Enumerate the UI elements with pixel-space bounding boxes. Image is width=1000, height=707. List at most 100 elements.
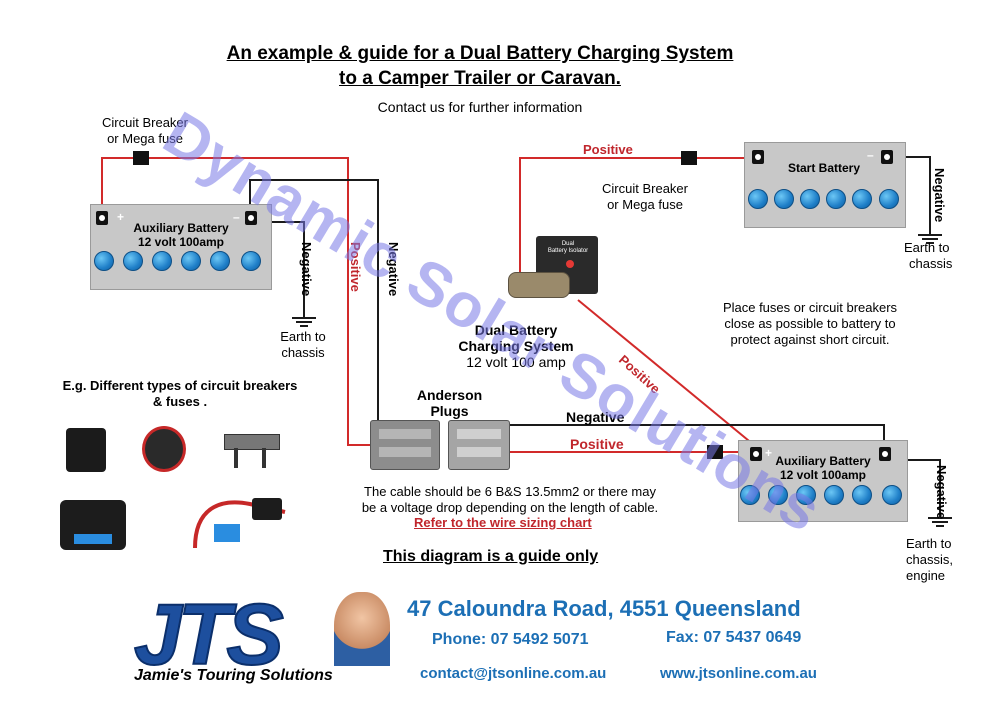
terminal-negative xyxy=(879,447,891,461)
fuse-left xyxy=(133,151,149,165)
mega-fuse-leg xyxy=(234,448,238,468)
aux-battery-right-label: Auxiliary Battery 12 volt 100amp xyxy=(765,454,881,482)
earth-tr-line-2: chassis xyxy=(909,256,953,271)
earth-br-line-3: engine xyxy=(906,568,946,583)
plus-sign: + xyxy=(117,210,125,224)
examples-title: E.g. Different types of circuit breakers… xyxy=(40,378,320,410)
fuses-note-line-2: close as possible to battery to xyxy=(724,316,896,331)
cell xyxy=(94,251,114,271)
label-negative-left: Negative xyxy=(386,242,401,297)
plug-ridge xyxy=(379,447,431,457)
cell xyxy=(879,189,899,209)
isolator-text-1: Dual xyxy=(561,241,575,247)
wire-negative-left xyxy=(249,179,379,425)
minus-sign: – xyxy=(233,210,240,224)
breaker-left-line-1: Circuit Breaker xyxy=(102,115,188,130)
aux-left-line-2: 12 volt 100amp xyxy=(137,235,225,249)
dcs-line-1: Dual Battery xyxy=(474,322,558,338)
examples-title-line-2: & fuses . xyxy=(152,394,208,409)
earth-bottom-right-label: Earth to chassis, engine xyxy=(906,536,986,584)
mega-fuse-leg xyxy=(262,448,266,468)
cell xyxy=(152,251,172,271)
inline-fuse-image xyxy=(193,498,286,549)
earth-top-right-label: Earth to chassis xyxy=(904,240,974,272)
jts-logo-subtitle: Jamie's Touring Solutions xyxy=(134,667,333,684)
footer-website[interactable]: www.jtsonline.com.au xyxy=(660,665,817,682)
cell xyxy=(748,189,768,209)
plug-ridge xyxy=(457,429,501,439)
blade-fuse xyxy=(74,534,112,544)
footer-phone: Phone: 07 5492 5071 xyxy=(432,631,589,648)
label-negative-top-right: Negative xyxy=(932,168,947,223)
dcs-line-2: Charging System xyxy=(458,338,574,354)
earth-left-line-2: chassis xyxy=(281,345,325,360)
terminal-positive xyxy=(96,211,108,225)
wire-earth-bottom-right xyxy=(892,459,941,518)
terminal-negative xyxy=(881,150,893,164)
isolator-device-text: Dual Battery Isolator xyxy=(542,241,594,255)
start-battery-label: Start Battery xyxy=(787,161,861,175)
cell xyxy=(882,485,902,505)
led-icon xyxy=(566,260,574,268)
examples-title-line-1: E.g. Different types of circuit breakers xyxy=(62,378,298,393)
mega-fuse-image xyxy=(224,434,280,450)
label-negative-right: Negative xyxy=(566,409,625,425)
breaker-left-line-2: or Mega fuse xyxy=(107,131,183,146)
aux-battery-left: + – Auxiliary Battery 12 volt 100amp xyxy=(90,204,272,290)
cable-note-line-2: be a voltage drop depending on the lengt… xyxy=(361,500,659,515)
cell xyxy=(210,251,230,271)
cell xyxy=(774,189,794,209)
earth-br-line-2: chassis, xyxy=(906,552,953,567)
cell xyxy=(768,485,788,505)
cell xyxy=(241,251,261,271)
breaker-left-label: Circuit Breaker or Mega fuse xyxy=(90,115,200,147)
cell xyxy=(796,485,816,505)
fuse-holder-image xyxy=(60,500,126,550)
label-positive-left: Positive xyxy=(348,242,363,292)
person-photo xyxy=(334,592,390,666)
wire-sizing-chart-link[interactable]: Refer to the wire sizing chart xyxy=(414,515,592,530)
solenoid-icon xyxy=(508,272,570,298)
footer-email[interactable]: contact@jtsonline.com.au xyxy=(420,665,607,682)
terminal-positive xyxy=(750,447,762,461)
earth-left-label: Earth to chassis xyxy=(268,329,338,361)
aux-left-line-1: Auxiliary Battery xyxy=(133,221,229,235)
jts-logo: JTS xyxy=(133,586,285,684)
cell xyxy=(852,485,872,505)
aux-right-line-1: Auxiliary Battery xyxy=(775,454,871,468)
cell xyxy=(740,485,760,505)
dcs-line-3: 12 volt 100 amp xyxy=(466,354,566,370)
anderson-line-2: Plugs xyxy=(430,403,469,419)
title-line-1: An example & guide for a Dual Battery Ch… xyxy=(226,43,734,64)
fuses-note-line-3: protect against short circuit. xyxy=(730,332,890,347)
cell xyxy=(852,189,872,209)
label-negative-bottom-right: Negative xyxy=(934,465,949,520)
cable-note-line-1: The cable should be 6 B&S 13.5mm2 or the… xyxy=(364,484,656,499)
earth-tr-line-1: Earth to xyxy=(904,240,950,255)
earth-left-line-1: Earth to xyxy=(280,329,326,344)
circuit-breaker-image-2 xyxy=(142,426,186,472)
cell xyxy=(123,251,143,271)
fuse-bottom-right xyxy=(707,445,723,459)
breaker-right-line-2: or Mega fuse xyxy=(607,197,683,212)
label-positive-right: Positive xyxy=(570,436,624,452)
fuse-top-right xyxy=(681,151,697,165)
wire-negative-right xyxy=(508,424,885,446)
guide-only-note: This diagram is a guide only xyxy=(383,548,599,565)
aux-right-line-2: 12 volt 100amp xyxy=(779,468,867,482)
plus-sign: + xyxy=(765,446,773,460)
fuses-note: Place fuses or circuit breakers close as… xyxy=(700,300,920,348)
anderson-plug-right xyxy=(448,420,510,470)
footer-address: 47 Caloundra Road, 4551 Queensland xyxy=(407,596,801,621)
label-positive-top: Positive xyxy=(583,142,633,157)
contact-note: Contact us for further information xyxy=(377,99,583,115)
anderson-label: Anderson Plugs xyxy=(402,387,497,419)
breaker-right-line-1: Circuit Breaker xyxy=(602,181,688,196)
cell xyxy=(826,189,846,209)
wire-earth-left xyxy=(258,221,305,318)
anderson-line-1: Anderson xyxy=(416,387,483,403)
earth-br-line-1: Earth to xyxy=(906,536,952,551)
isolator-text-2: Battery Isolator xyxy=(547,248,589,254)
dcs-label: Dual Battery Charging System 12 volt 100… xyxy=(448,322,584,370)
terminal-positive xyxy=(752,150,764,164)
